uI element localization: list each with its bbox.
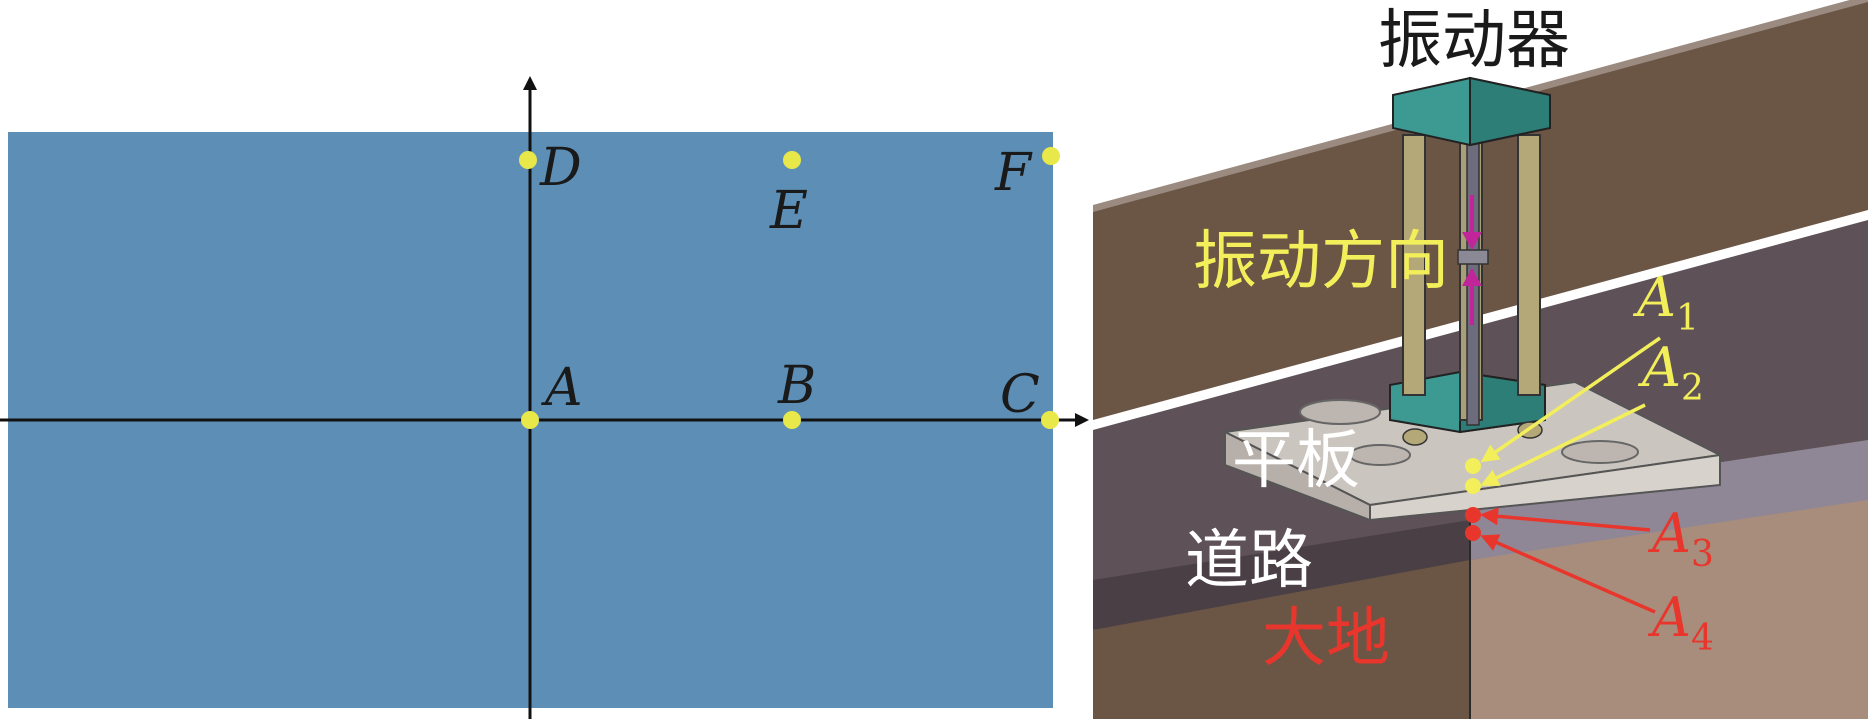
leader-a2 [1480,403,1646,486]
a1-label: A1 [1632,266,1699,339]
point-e-marker [783,151,801,169]
test-setup-illustration: 振动器 振动方向 平板 道路 大地 A1 A2 A3 A4 [1093,0,1868,719]
measure-point-a2 [1465,478,1481,494]
point-f-marker [1042,147,1060,165]
plate-side-face [1369,453,1721,522]
plate-label: 平板 [1232,424,1360,498]
point-d-label: D [539,138,582,198]
leader-a4 [1480,534,1656,614]
ground-front-left [1093,560,1470,719]
point-c-label: C [1000,365,1040,425]
plate-coordinate-diagram: A B C D E F [0,76,1089,719]
ground-label: 大地 [1262,602,1390,676]
a3-label: A3 [1647,502,1714,575]
vibrator-rig [1389,76,1551,446]
vibrator-label: 振动器 [1378,4,1570,78]
a2-label: A2 [1637,336,1704,409]
point-a-label: A [541,358,583,418]
point-b-marker [783,411,801,429]
point-a-marker [521,411,539,429]
point-e-label: E [769,181,808,241]
a4-label: A4 [1647,586,1714,659]
point-d-marker [519,151,537,169]
ground-front-right [1470,500,1868,719]
measure-point-a4 [1465,525,1481,541]
leader-a1 [1480,336,1661,463]
measure-point-a1 [1465,458,1481,474]
vibration-direction-label: 振动方向 [1193,225,1449,299]
point-f-label: F [994,143,1033,203]
road-label: 道路 [1185,524,1313,598]
point-b-label: B [777,356,816,416]
leader-a3 [1480,507,1651,532]
measure-point-a3 [1465,507,1481,523]
point-c-marker [1041,411,1059,429]
